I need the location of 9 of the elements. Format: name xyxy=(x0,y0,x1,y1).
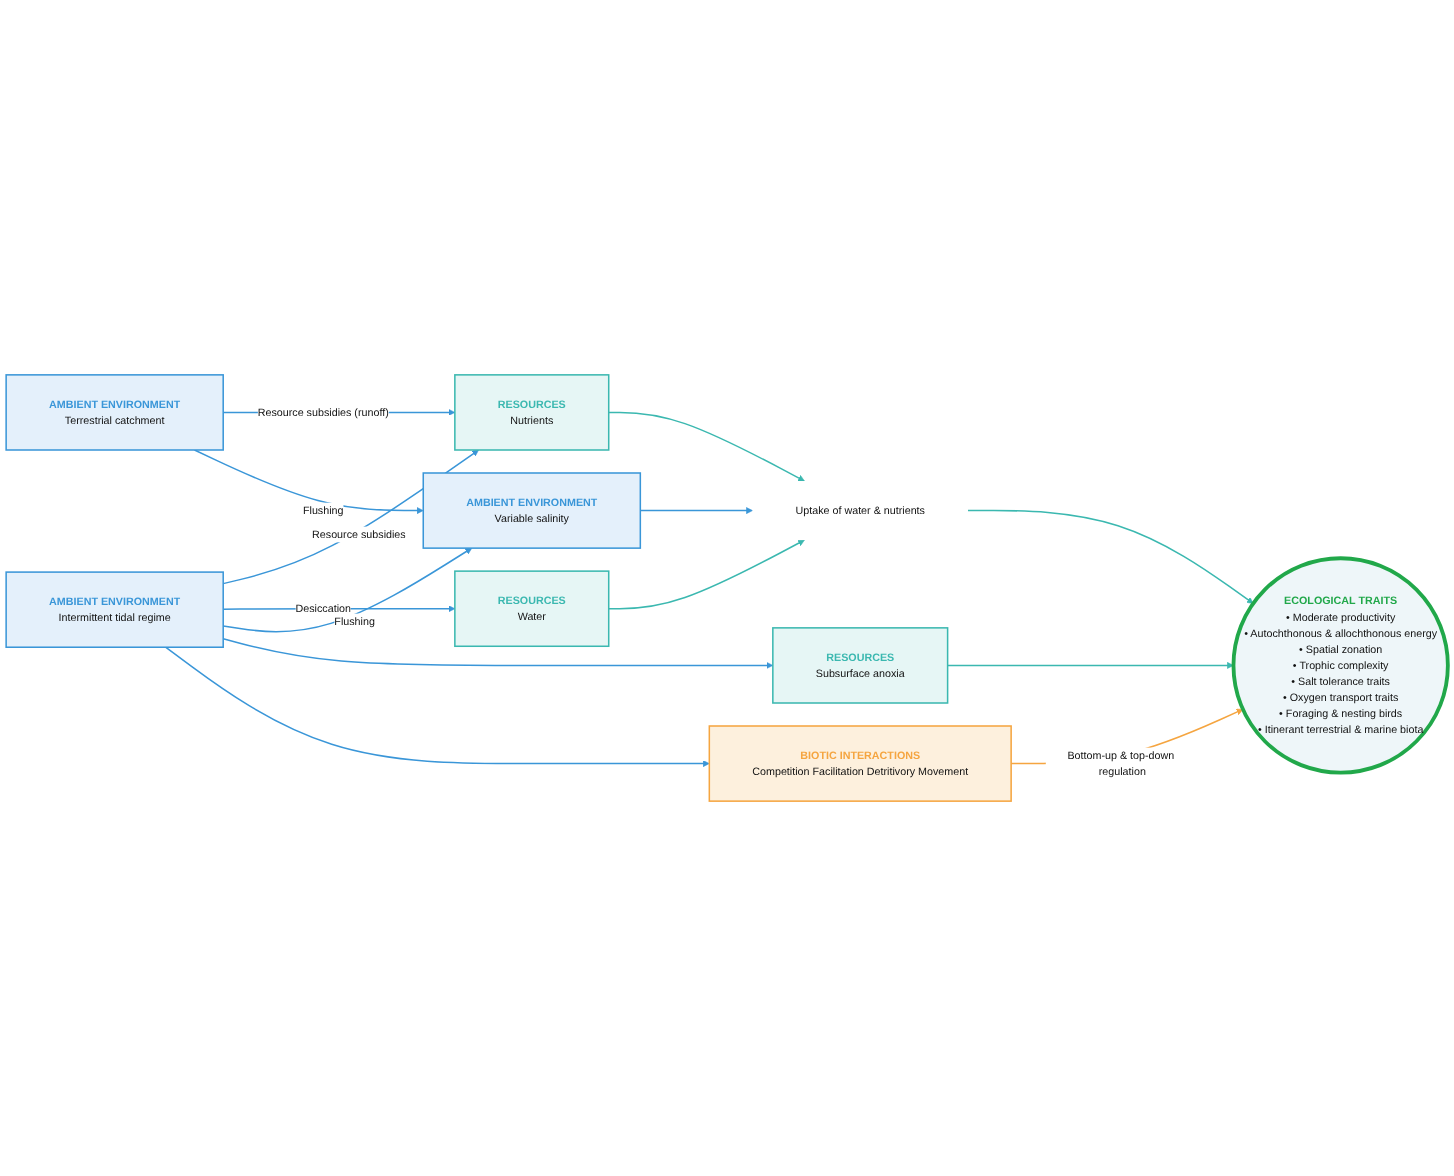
arrow xyxy=(222,449,479,585)
arrow xyxy=(607,411,805,482)
arrow xyxy=(193,449,424,514)
arrow xyxy=(967,509,1254,604)
arrow xyxy=(222,637,774,669)
arrow xyxy=(607,539,805,610)
arrow xyxy=(946,662,1234,669)
arrow xyxy=(164,646,710,767)
arrow xyxy=(639,507,753,514)
